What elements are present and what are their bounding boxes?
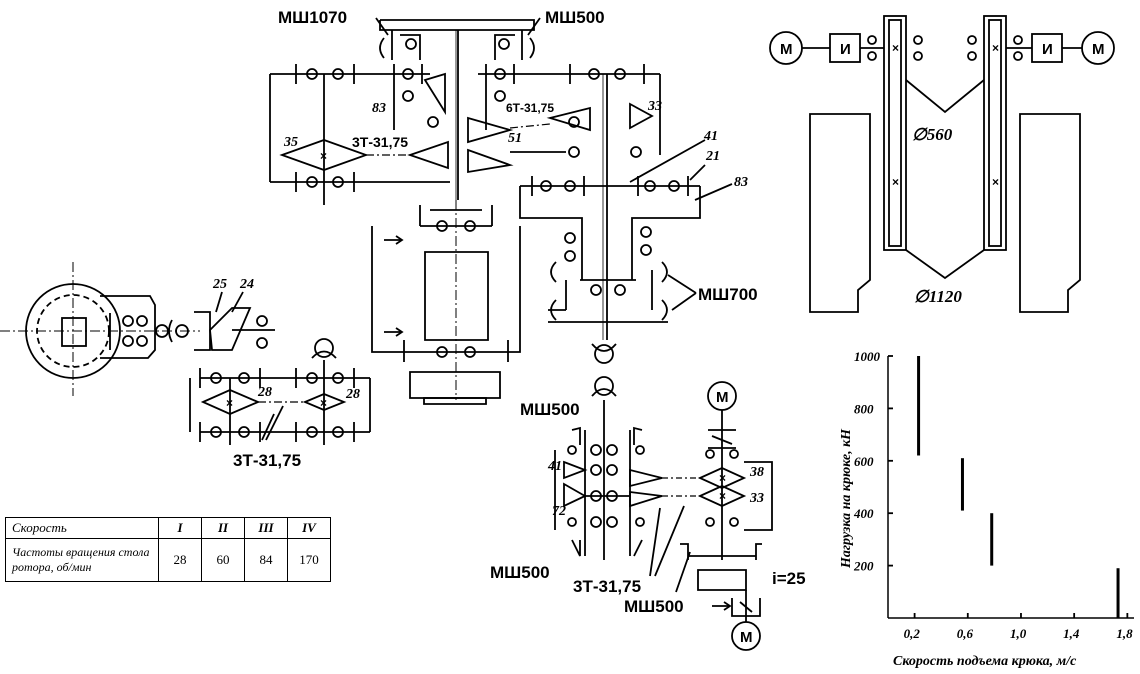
svg-text:×: × <box>892 41 899 55</box>
speed-value-iii: 84 <box>244 538 288 582</box>
speed-value-i: 28 <box>158 538 202 582</box>
teeth-41-right: 41 <box>703 129 718 144</box>
label-msh1070: МШ1070 <box>278 8 347 27</box>
teeth-25: 25 <box>212 277 227 292</box>
teeth-38: 38 <box>749 465 764 480</box>
x-tick-label: 0,2 <box>904 626 921 641</box>
rotation-label: Частоты вращения стола ротора, об/мин <box>5 538 159 582</box>
motor-label-left: М <box>780 41 793 58</box>
svg-text:×: × <box>992 175 999 189</box>
x-tick-label: 1,4 <box>1063 626 1080 641</box>
central-gearbox: МШ1070 МШ500 83 × 35 3Т-31,75 <box>269 8 758 397</box>
label-msh500-left-bottom: МШ500 <box>490 563 550 582</box>
teeth-21: 21 <box>705 149 720 164</box>
y-tick-label: 800 <box>854 401 874 416</box>
teeth-28-a: 28 <box>257 385 272 400</box>
chart-y-label: Нагрузка на крюке, кН <box>839 428 854 569</box>
coupling-label-right: И <box>1042 41 1053 58</box>
diameter-1120: ∅1120 <box>914 287 962 306</box>
chain-label-6t: 6Т-31,75 <box>506 101 554 115</box>
lower-gearbox: МШ500 МШ500 41 72 М × × 38 33 <box>490 381 806 651</box>
x-tick-label: 1,0 <box>1010 626 1027 641</box>
svg-text:×: × <box>719 489 726 503</box>
y-tick-label: 200 <box>853 559 874 574</box>
rotary-table <box>0 262 200 396</box>
chain-label-left: 3Т-31,75 <box>233 451 301 470</box>
teeth-83-right: 83 <box>734 175 748 190</box>
load-speed-chart: 0,2 0,6 1,0 1,4 1,8 200 400 600 800 1000 Скорость… <box>839 349 1134 669</box>
teeth-33-bottom: 33 <box>749 491 764 506</box>
x-tick-label: 1,8 <box>1116 626 1133 641</box>
y-tick-label: 1000 <box>854 349 881 364</box>
label-msh500-left-top: МШ500 <box>520 400 580 419</box>
teeth-83-left: 83 <box>372 101 386 116</box>
label-msh500-top: МШ500 <box>545 8 605 27</box>
chain-label-bottom: 3Т-31,75 <box>573 577 641 596</box>
winch-drum <box>371 200 521 405</box>
gear-ratio: i=25 <box>772 569 806 588</box>
speed-value-ii: 60 <box>201 538 245 582</box>
svg-text:×: × <box>320 149 327 163</box>
speed-table-value-row: Частоты вращения стола ротора, об/мин 28… <box>5 538 331 582</box>
motor-label-mid: М <box>716 389 729 406</box>
label-msh500-bottom: МШ500 <box>624 597 684 616</box>
gear-i: I <box>158 517 202 539</box>
label-msh700: МШ700 <box>698 285 758 304</box>
teeth-28-b: 28 <box>345 387 360 402</box>
teeth-24: 24 <box>239 277 254 292</box>
teeth-33-top: 33 <box>647 99 662 114</box>
x-tick-label: 0,6 <box>957 626 974 641</box>
teeth-35: 35 <box>283 135 298 150</box>
svg-text:×: × <box>892 175 899 189</box>
gear-iii: III <box>244 517 288 539</box>
diameter-560: ∅560 <box>912 125 953 144</box>
svg-text:×: × <box>992 41 999 55</box>
motor-label-right: М <box>1092 41 1105 58</box>
drive-scheme: М И × × × × И М ∅560 ∅1120 <box>769 15 1115 313</box>
teeth-51: 51 <box>508 131 522 146</box>
coupling-label-left: И <box>840 41 851 58</box>
y-tick-label: 600 <box>854 454 874 469</box>
chart-x-label: Скорость подъема крюка, м/с <box>893 654 1077 669</box>
y-tick-label: 400 <box>853 506 874 521</box>
motor-label-bottom: М <box>740 629 753 646</box>
rotor-gearbox: 25 24 × × 28 28 3Т-31,75 <box>189 277 371 470</box>
svg-text:×: × <box>719 471 726 485</box>
speed-table: Скорость I II III IV Частоты вращения ст… <box>5 517 331 582</box>
speed-header: Скорость <box>5 517 159 539</box>
speed-value-iv: 170 <box>287 538 331 582</box>
gear-ii: II <box>201 517 245 539</box>
chain-label-center: 3Т-31,75 <box>352 134 408 150</box>
gear-iv: IV <box>287 517 331 539</box>
speed-table-header-row: Скорость I II III IV <box>5 517 331 539</box>
